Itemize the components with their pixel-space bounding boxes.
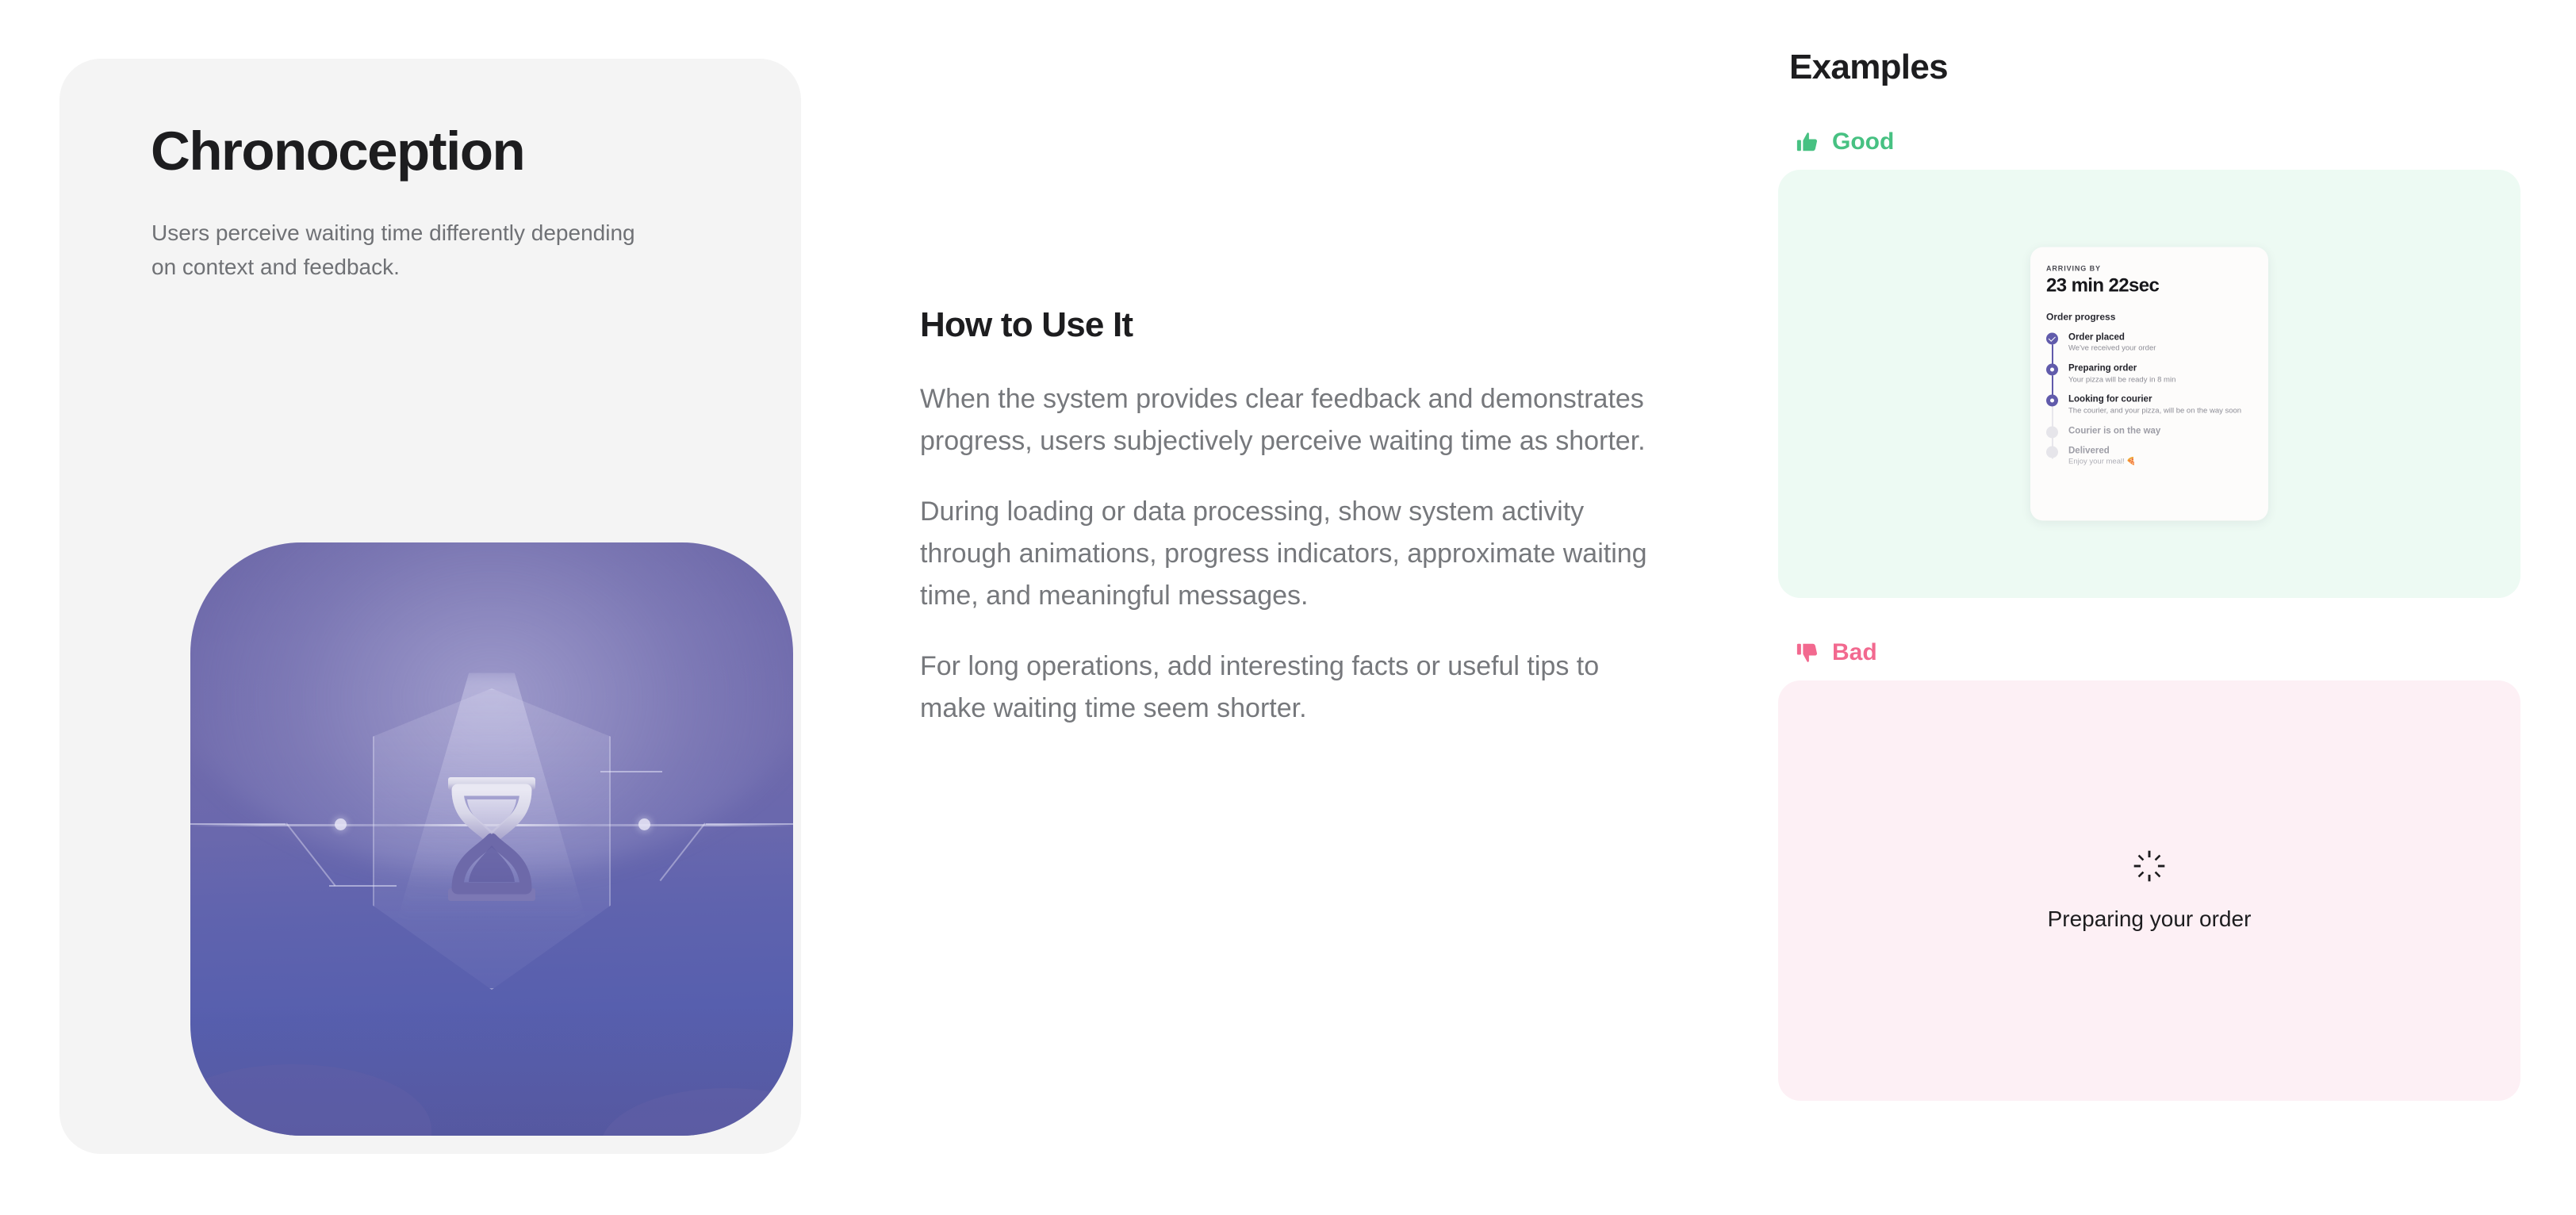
step-connector: [2051, 375, 2053, 405]
howto-heading: How to Use It: [920, 305, 1133, 344]
circuit-trace-left: [190, 823, 286, 825]
step-subtitle: The courier, and your pizza, will be on …: [2068, 406, 2242, 416]
step-title: Courier is on the way: [2068, 426, 2161, 436]
thumbs-down-icon: [1796, 643, 1817, 662]
step-status-icon-done: [2046, 332, 2058, 345]
examples-section: Examples Good ARRIVING BY 23 min 22sec O…: [1778, 48, 2524, 1101]
step-connector: [2051, 344, 2053, 374]
good-verdict-row: Good: [1796, 128, 2524, 155]
howto-section: How to Use It When the system provides c…: [920, 305, 1666, 730]
hourglass-icon: [448, 777, 535, 901]
thumbs-up-icon: [1796, 132, 1817, 151]
howto-paragraph-2: During loading or data processing, show …: [920, 496, 1647, 611]
bad-example-card: Preparing your order: [1778, 680, 2520, 1101]
order-step: Courier is on the way: [2046, 425, 2252, 459]
step-status-icon-pending: [2046, 426, 2058, 439]
order-progress-heading: Order progress: [2046, 311, 2116, 323]
step-connector: [2051, 406, 2053, 443]
step-subtitle: Your pizza will be ready in 8 min: [2068, 375, 2176, 385]
circuit-trace-left-lower: [329, 885, 397, 887]
circuit-trace-right: [706, 823, 793, 825]
concept-illustration: [190, 542, 793, 1136]
bad-loading-mockup: Preparing your order: [1778, 849, 2520, 932]
step-subtitle: We've received your order: [2068, 343, 2156, 353]
step-status-icon-pending: [2046, 446, 2058, 458]
order-progress-steps: Order placed We've received your order P…: [2046, 332, 2252, 468]
arriving-time-value: 23 min 22sec: [2046, 274, 2160, 297]
order-step: Order placed We've received your order: [2046, 332, 2252, 374]
order-tracking-mockup: ARRIVING BY 23 min 22sec Order progress …: [2030, 247, 2268, 521]
step-title: Delivered: [2068, 446, 2110, 456]
concept-description: Users perceive waiting time differently …: [151, 220, 635, 280]
arriving-by-label: ARRIVING BY: [2046, 264, 2101, 273]
page-title: Chronoception: [151, 121, 526, 182]
step-subtitle: Enjoy your meal! 🍕: [2068, 457, 2137, 466]
examples-heading: Examples: [1789, 48, 1949, 86]
howto-paragraph-1: When the system provides clear feedback …: [920, 384, 1646, 457]
step-title: Order placed: [2068, 332, 2125, 343]
order-step: Delivered Enjoy your meal! 🍕: [2046, 445, 2252, 467]
shield-shape: [373, 688, 611, 990]
concept-card: Chronoception Users perceive waiting tim…: [59, 59, 801, 1154]
step-title: Looking for courier: [2068, 394, 2152, 404]
step-status-icon-active: [2046, 363, 2058, 376]
order-step: Preparing order Your pizza will be ready…: [2046, 363, 2252, 405]
step-status-icon-active: [2046, 394, 2058, 407]
circuit-trace-right-upper: [600, 771, 662, 772]
bad-loading-text: Preparing your order: [2047, 906, 2252, 931]
bad-label: Bad: [1832, 639, 1877, 665]
loading-spinner-icon: [2133, 850, 2165, 882]
howto-paragraph-3: For long operations, add interesting fac…: [920, 651, 1600, 724]
step-title: Preparing order: [2068, 363, 2137, 374]
order-step: Looking for courier The courier, and you…: [2046, 394, 2252, 443]
good-example-card: ARRIVING BY 23 min 22sec Order progress …: [1778, 170, 2520, 598]
bad-verdict-row: Bad: [1796, 639, 2524, 666]
good-label: Good: [1832, 128, 1895, 155]
